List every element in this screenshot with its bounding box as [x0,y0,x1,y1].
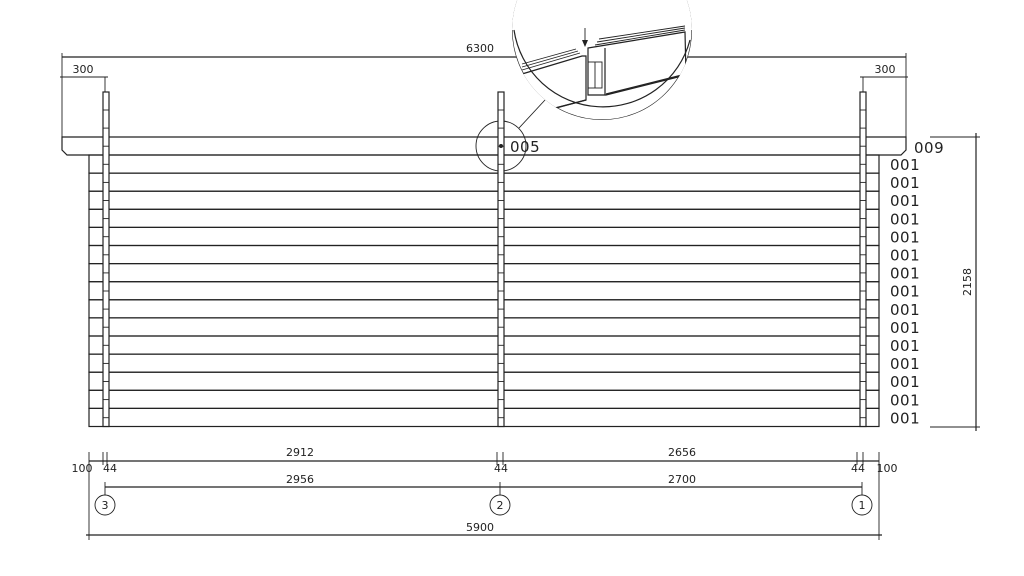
log-row [88,389,880,409]
log-label: 001 [890,228,920,246]
dimension-text-inner-left: 2912 [286,446,314,459]
dimension-chain-inner: 2912 2656 44 44 44 100 100 [72,446,898,540]
log-row [88,190,880,210]
axis-marker-3: 3 [94,494,116,516]
log-label: 001 [890,301,920,319]
dimension-text-axis-left: 2956 [286,473,314,486]
post [102,91,110,428]
log-label: 001 [890,174,920,192]
log-label: 001 [890,156,920,174]
roof-board [61,136,907,156]
dimension-text-end-right: 100 [877,462,898,475]
detail-leader-line [518,99,546,129]
log-row [88,208,880,229]
log-label: 001 [890,409,920,427]
dimension-text-inner-right: 2656 [668,446,696,459]
log-label: 001 [890,265,920,283]
axis-label-2: 2 [497,499,504,512]
dimension-overall-bottom: 5900 [86,521,882,536]
log-row [88,281,880,301]
post [497,91,505,428]
dimension-text-height: 2158 [961,268,974,296]
log-row [88,172,880,192]
dimension-text-overhang-left: 300 [73,63,94,76]
log-label: 001 [890,373,920,391]
dimension-overhang-left: 300 [60,63,108,92]
log-label: 001 [890,210,920,228]
log-label: 001 [890,319,920,337]
dimension-text-5900: 5900 [466,521,494,534]
axis-marker-2: 2 [489,494,511,516]
dimension-height: 2158 [930,133,980,431]
axis-label-1: 1 [859,499,866,512]
post [859,91,867,428]
label-roof-board: 009 [914,139,944,157]
log-labels: 0010010010010010010010010010010010010010… [890,156,920,427]
dimension-text-post-left: 44 [103,462,117,475]
log-label: 001 [890,355,920,373]
dimension-text-end-left: 100 [72,462,93,475]
dimension-chain-axes: 2956 2700 [104,473,863,495]
log-label: 001 [890,337,920,355]
connector-detail-callout [512,0,692,120]
dimension-text-axis-right: 2700 [668,473,696,486]
log-row [88,317,880,337]
log-rows [88,154,880,428]
dimension-overhang-right: 300 [860,63,908,92]
log-row [88,263,880,283]
log-row [88,353,880,373]
log-row [88,226,880,247]
log-row [88,371,880,391]
log-row [88,244,880,265]
arrow-icon [582,28,588,47]
log-label: 001 [890,192,920,210]
dimension-text-overhang-right: 300 [875,63,896,76]
axis-marker-1: 1 [851,494,873,516]
posts [102,91,867,428]
axis-label-3: 3 [102,499,109,512]
label-connector: 005 [510,138,540,156]
log-label: 001 [890,283,920,301]
log-label: 001 [890,391,920,409]
log-row [88,335,880,355]
connector-point [499,144,503,148]
log-label: 001 [890,247,920,265]
dimension-text-post-right: 44 [851,462,865,475]
log-row [88,407,880,428]
dimension-overall-top: 6300 [61,42,907,137]
log-row [88,299,880,319]
detail-circle-outline [513,29,691,108]
dimension-text-post-mid: 44 [494,462,508,475]
dimension-text-6300: 6300 [466,42,494,55]
